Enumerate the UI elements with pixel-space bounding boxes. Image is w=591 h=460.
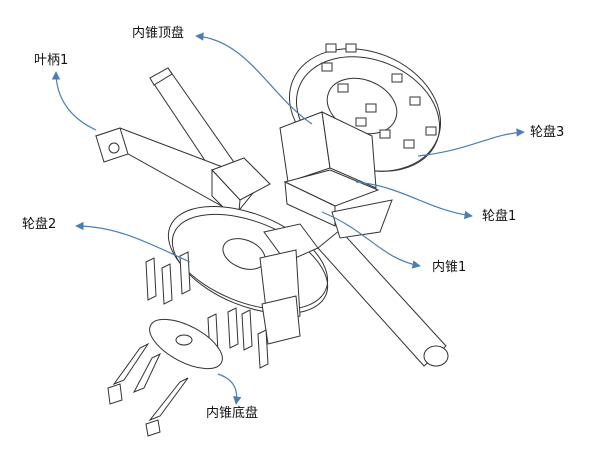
- arrow-inner-cone-top-plate: [195, 32, 313, 125]
- label-inner-cone-top-plate: 内锥顶盘: [132, 26, 185, 41]
- inner-cone-bottom-plate: [149, 318, 223, 370]
- arrow-wheel-disc-1: [355, 181, 473, 220]
- long-bolts: [107, 342, 189, 437]
- arrow-wheel-disc-2: [75, 221, 191, 263]
- label-blade-shank-1: 叶柄1: [34, 53, 69, 68]
- label-wheel-disc-1: 轮盘1: [482, 209, 517, 224]
- label-wheel-disc-2: 轮盘2: [22, 217, 57, 232]
- arrow-inner-cone-1: [321, 211, 421, 269]
- bolt-heads: [321, 43, 437, 149]
- blade-shank-1: [94, 127, 271, 224]
- label-wheel-disc-3: 轮盘3: [530, 125, 565, 140]
- right-arm: [317, 199, 449, 367]
- inner-cone-1: [259, 223, 319, 345]
- arrow-blade-shank-1: [51, 71, 97, 131]
- label-inner-cone-1: 内锥1: [432, 260, 467, 275]
- arrow-inner-cone-bottom-plate: [217, 373, 242, 405]
- label-inner-cone-bottom-plate: 内锥底盘: [206, 406, 259, 421]
- callout-arrows: [51, 32, 525, 405]
- wheel-disc-1: [283, 169, 380, 227]
- inner-cone-top-plate: [279, 111, 377, 189]
- arrow-wheel-disc-3: [417, 128, 525, 157]
